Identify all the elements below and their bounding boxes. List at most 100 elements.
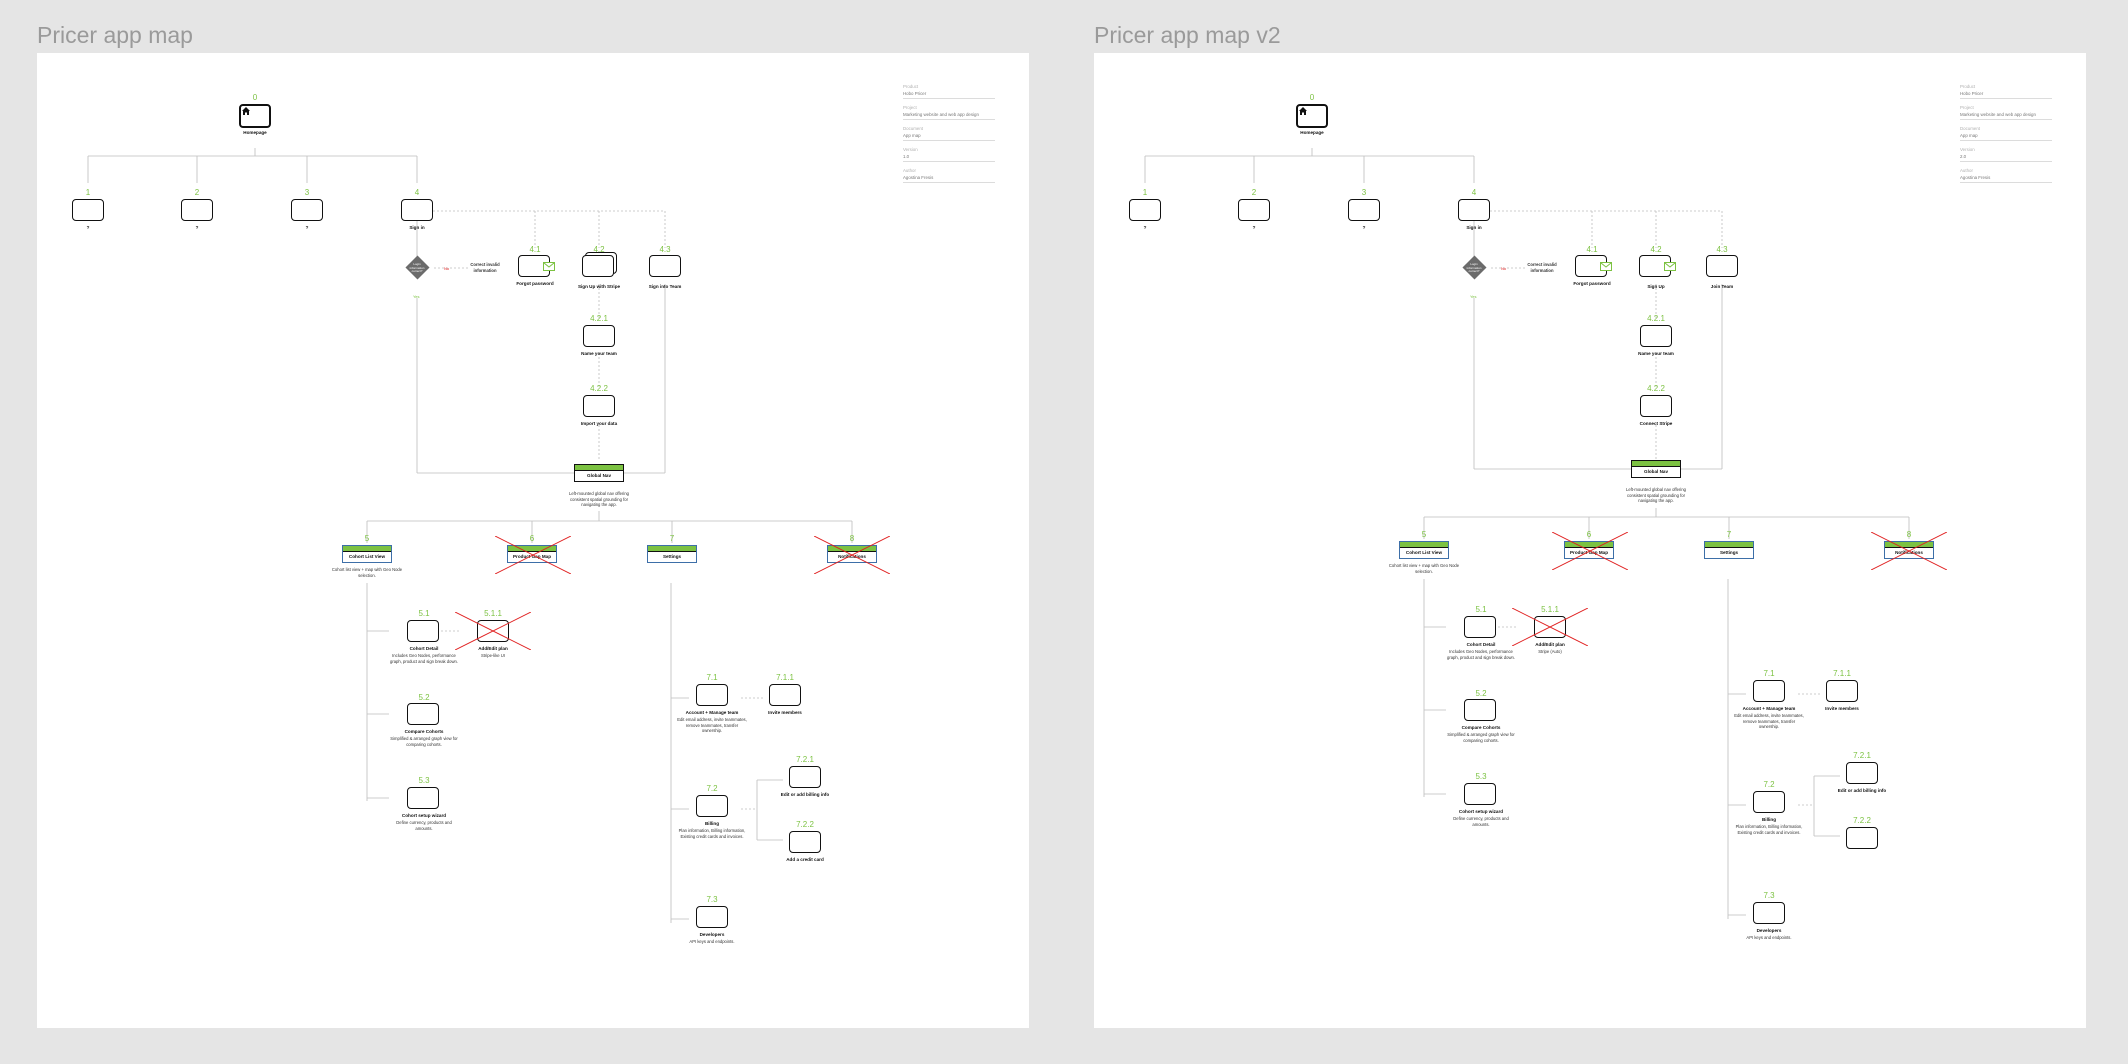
- global-nav-node[interactable]: Global Nav: [1631, 460, 1681, 478]
- page-node[interactable]: [72, 199, 104, 221]
- product-gap-map-node[interactable]: Product Gap Map: [507, 545, 557, 563]
- cohort-wizard-node[interactable]: [1464, 783, 1496, 805]
- cohort-detail-node[interactable]: [1464, 616, 1496, 638]
- homepage-node[interactable]: [1296, 104, 1328, 128]
- product-gap-map-node[interactable]: Product Gap Map: [1564, 541, 1614, 559]
- name-team-node[interactable]: [1640, 325, 1672, 347]
- account-team-node[interactable]: [696, 684, 728, 706]
- node-label: Join Team: [1710, 284, 1734, 289]
- join-team-node[interactable]: [1706, 255, 1738, 277]
- sign-in-node[interactable]: [401, 199, 433, 221]
- page-node[interactable]: [1129, 199, 1161, 221]
- decision-no: No: [1501, 266, 1507, 271]
- cohort-list-node[interactable]: Cohort List View: [342, 545, 392, 563]
- edit-billing-node[interactable]: [1846, 762, 1878, 784]
- node-description: Stripe-like UI: [481, 653, 505, 658]
- node-label: Edit or add billing info: [780, 792, 830, 797]
- page-node[interactable]: [1238, 199, 1270, 221]
- edit-billing-node[interactable]: [789, 766, 821, 788]
- node-number: 7.2.1: [1853, 751, 1871, 760]
- notifications-node[interactable]: Notifications: [1884, 541, 1934, 559]
- decision-yes: Yes: [1470, 294, 1477, 299]
- developers-node[interactable]: [696, 906, 728, 928]
- billing-sub-node[interactable]: [1846, 827, 1878, 849]
- meta-value: App map: [903, 133, 921, 138]
- page-node[interactable]: [291, 199, 323, 221]
- node-number: 4.2: [1650, 245, 1662, 254]
- node-label: ?: [1362, 225, 1366, 230]
- node-description: Define currency, products and amounts.: [1453, 816, 1509, 827]
- import-data-node[interactable]: [583, 395, 615, 417]
- settings-node[interactable]: Settings: [1704, 541, 1754, 559]
- account-team-node[interactable]: [1753, 680, 1785, 702]
- node-label: ?: [195, 225, 199, 230]
- node-label: Settings: [1719, 550, 1739, 555]
- billing-node[interactable]: [696, 795, 728, 817]
- decision-no: No: [444, 266, 450, 271]
- node-label: Name your team: [1638, 351, 1674, 356]
- meta-value: App map: [1960, 133, 1978, 138]
- compare-cohorts-node[interactable]: [1464, 699, 1496, 721]
- billing-node[interactable]: [1753, 791, 1785, 813]
- meta-value: Agostina Fresis: [903, 175, 934, 180]
- node-number: 5.1.1: [484, 609, 502, 618]
- cohort-wizard-node[interactable]: [407, 787, 439, 809]
- node-number: 0: [1309, 93, 1315, 102]
- node-description: Includes Geo Nodes, performance graph, p…: [390, 653, 458, 664]
- cohort-detail-node[interactable]: [407, 620, 439, 642]
- global-nav-node[interactable]: Global Nav: [574, 464, 624, 482]
- add-edit-plan-node[interactable]: [1534, 616, 1566, 638]
- node-number: 5: [1421, 530, 1427, 539]
- invite-members-node[interactable]: [769, 684, 801, 706]
- node-label: Homepage: [243, 130, 267, 135]
- node-number: 8: [1906, 530, 1912, 539]
- node-label: Notifications: [1895, 550, 1923, 555]
- node-label: ?: [1252, 225, 1256, 230]
- page-node[interactable]: [181, 199, 213, 221]
- settings-node[interactable]: Settings: [647, 545, 697, 563]
- connect-stripe-node[interactable]: [1640, 395, 1672, 417]
- add-credit-card-node[interactable]: [789, 831, 821, 853]
- sign-into-team-node[interactable]: [649, 255, 681, 277]
- sign-in-node[interactable]: [1458, 199, 1490, 221]
- sign-up-node[interactable]: [582, 252, 617, 277]
- node-label: Add a credit card: [786, 857, 824, 862]
- meta-value: Marketing website and web app design: [1960, 112, 2036, 117]
- node-label: Forgot password: [1573, 281, 1611, 286]
- node-description: API keys and endpoints.: [1746, 935, 1792, 940]
- node-number: 7.1: [1763, 669, 1775, 678]
- node-label: Account + Manage team: [685, 710, 739, 715]
- node-description: API keys and endpoints.: [689, 939, 735, 944]
- add-edit-plan-node[interactable]: [477, 620, 509, 642]
- node-description: Simplified & arranged graph view for com…: [390, 736, 458, 747]
- node-label: Global Nav: [1644, 469, 1668, 474]
- meta-value: 2.0: [1960, 154, 1967, 159]
- node-number: 4.2.2: [590, 384, 608, 393]
- cohort-list-node[interactable]: Cohort List View: [1399, 541, 1449, 559]
- notifications-node[interactable]: Notifications: [827, 545, 877, 563]
- node-number: 5.2: [1475, 689, 1487, 698]
- meta-value: Marketing website and web app design: [903, 112, 979, 117]
- node-number: 1: [85, 188, 91, 197]
- name-team-node[interactable]: [583, 325, 615, 347]
- homepage-node[interactable]: [239, 104, 271, 128]
- meta-value: Agostina Fresis: [1960, 175, 1991, 180]
- node-label: Add/Edit plan: [478, 646, 508, 651]
- node-label: ?: [1143, 225, 1147, 230]
- page-node[interactable]: [1348, 199, 1380, 221]
- compare-cohorts-node[interactable]: [407, 703, 439, 725]
- node-description: Cohort list view + map with Geo Node sel…: [1388, 563, 1460, 574]
- node-number: 2: [1251, 188, 1257, 197]
- node-label: Edit or add billing info: [1837, 788, 1887, 793]
- node-number: 7.1: [706, 673, 718, 682]
- node-description: Plan information, Billing information, E…: [678, 828, 746, 839]
- node-number: 7.2: [1763, 780, 1775, 789]
- developers-node[interactable]: [1753, 902, 1785, 924]
- invite-members-node[interactable]: [1826, 680, 1858, 702]
- node-number: 5.1: [1475, 605, 1487, 614]
- node-description: Edit email address, invite teammates, re…: [677, 717, 747, 734]
